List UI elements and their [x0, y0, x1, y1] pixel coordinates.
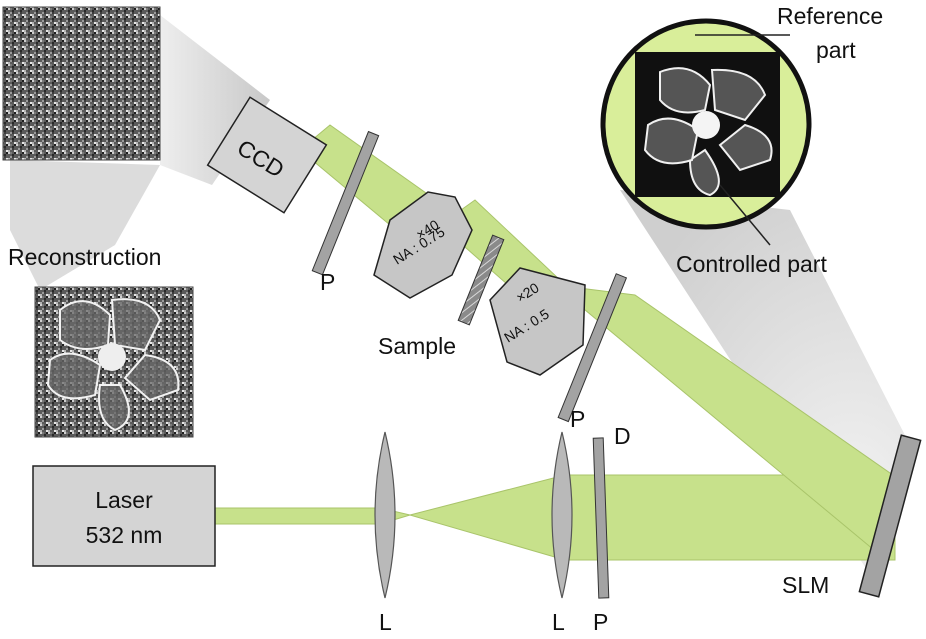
controlled-part-pointer [719, 184, 771, 246]
input-beam [214, 507, 381, 525]
polarizer-middle-label: P [570, 406, 585, 432]
controlled-part-label: Controlled part [676, 251, 827, 277]
polarizer-top [311, 130, 380, 276]
polarizer-top-label: P [320, 269, 335, 295]
polarizer-middle [557, 273, 628, 423]
ccd-box [206, 96, 328, 214]
polarizer-bottom-label: P [593, 609, 608, 635]
laser-label-line1: Laser [95, 487, 153, 513]
reference-part-label-line1: Reference [777, 3, 883, 29]
reconstruction-image [34, 286, 194, 438]
lens-1-label: L [379, 609, 392, 635]
hologram-image [2, 6, 161, 161]
sample-slide [457, 234, 505, 326]
sample-label: Sample [378, 333, 456, 359]
reconstruction-projection-cone [10, 160, 160, 290]
slm-pattern-inset [600, 18, 812, 230]
objective-40x [373, 191, 473, 299]
slm-panel [858, 434, 922, 598]
reconstruction-label: Reconstruction [8, 244, 161, 270]
slm-label: SLM [782, 572, 829, 598]
objective-20x [489, 267, 586, 376]
ccd-projection-cone [160, 15, 270, 185]
lens-1 [374, 431, 396, 599]
lens-2-label: L [552, 609, 565, 635]
diaphragm-label: D [614, 423, 631, 449]
polarizer-bottom [592, 437, 610, 599]
laser-label-line2: 532 nm [86, 522, 163, 548]
laser-box [32, 465, 216, 567]
reference-part-label-line2: part [816, 37, 856, 63]
lens-2 [551, 431, 573, 599]
